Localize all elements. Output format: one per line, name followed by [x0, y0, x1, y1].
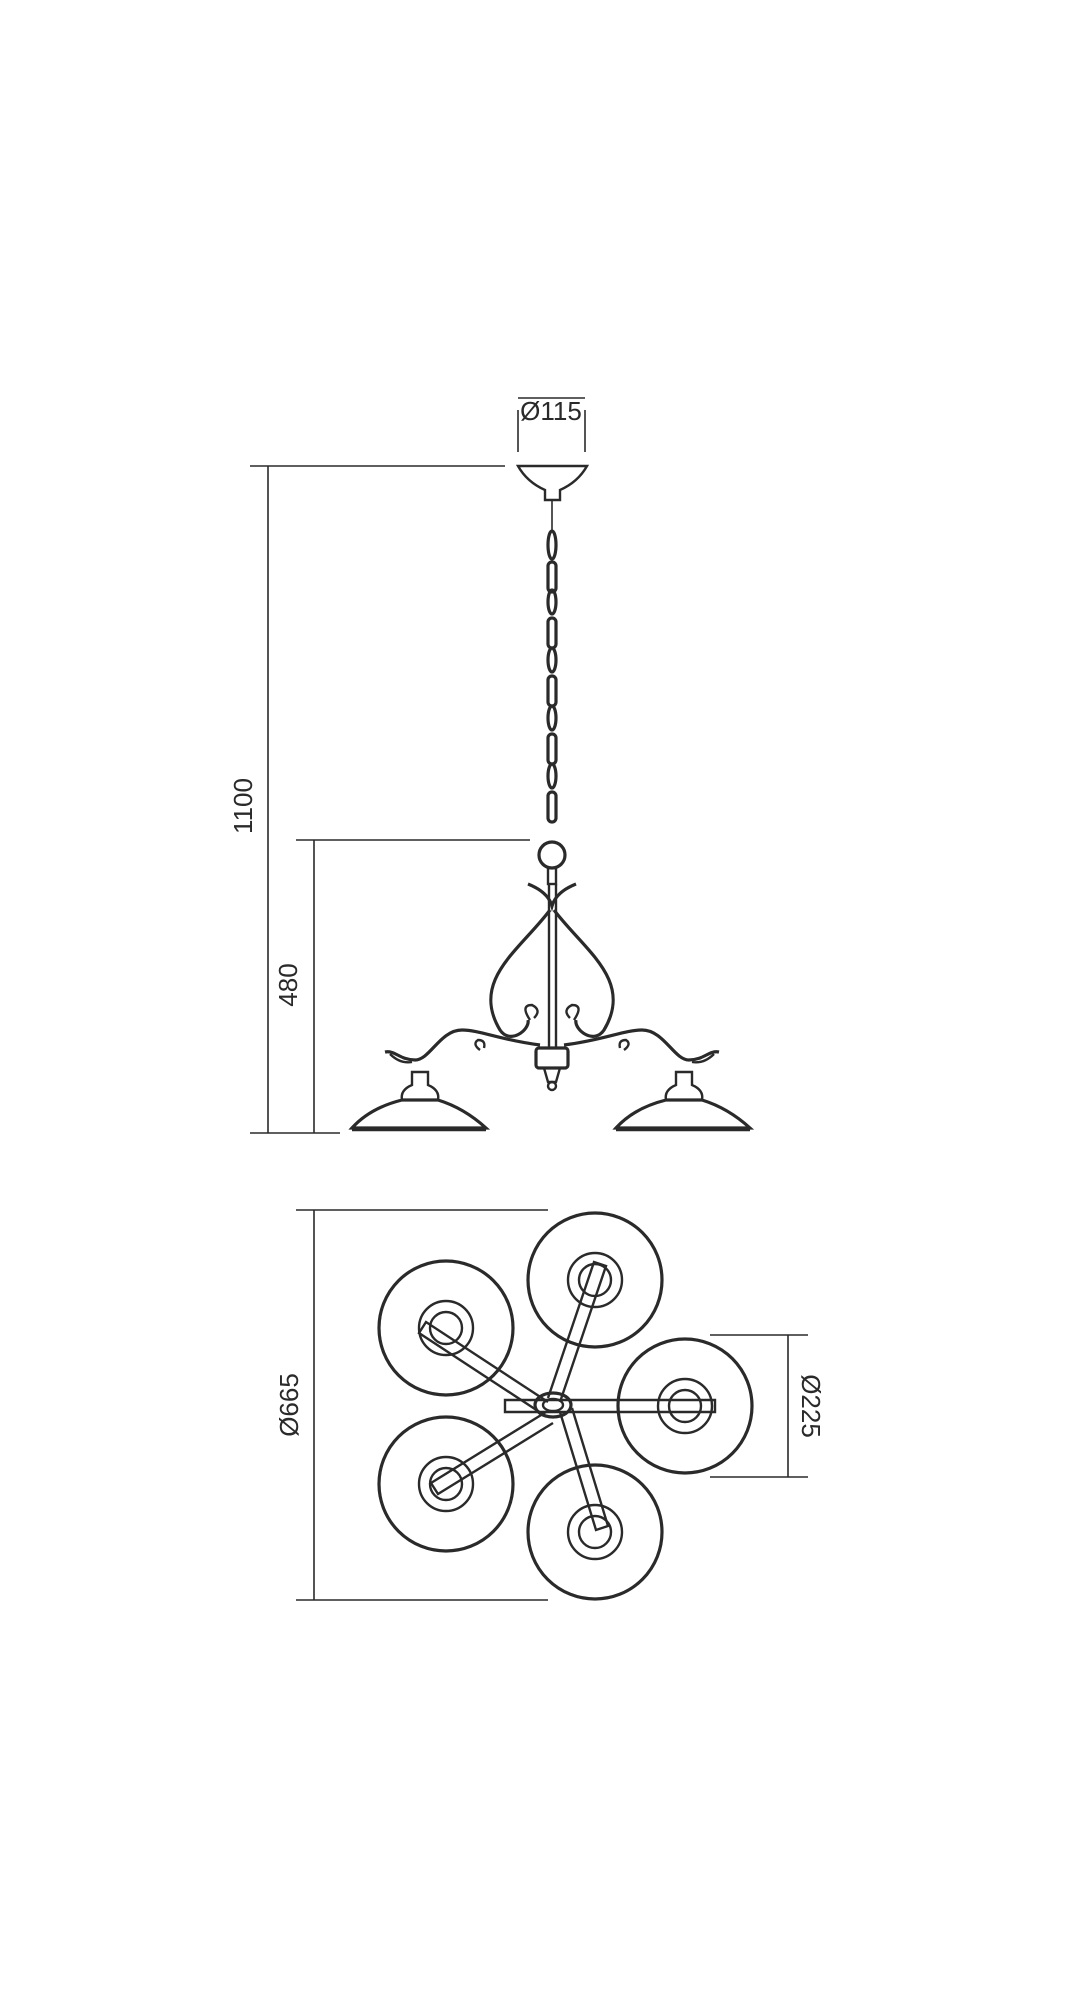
suspension-chain — [546, 529, 558, 824]
total-height-dimension: 1100 — [228, 465, 505, 1134]
overall-diameter-dimension: Ø665 — [274, 1209, 548, 1601]
ball-connector — [537, 840, 567, 870]
plan-shade-lower-left — [377, 1415, 515, 1553]
plan-shade-bottom — [526, 1463, 664, 1601]
left-lamp-shade — [348, 1070, 491, 1132]
shade-diameter-dimension: Ø225 — [710, 1334, 826, 1478]
plan-shade-top — [526, 1211, 664, 1349]
side-elevation-view: Ø115 1100 480 — [228, 396, 755, 1134]
plan-shade-upper-left — [377, 1259, 515, 1397]
total-height-label: 1100 — [228, 778, 258, 834]
central-hub — [533, 1391, 573, 1419]
top-plan-view: Ø665 Ø225 — [274, 1209, 826, 1601]
ceiling-canopy — [515, 464, 590, 502]
central-finial — [534, 1046, 570, 1092]
body-height-dimension: 480 — [273, 839, 530, 1133]
canopy-diameter-label: Ø115 — [520, 396, 582, 426]
curved-arms — [384, 1028, 720, 1064]
body-height-label: 480 — [273, 963, 303, 1006]
overall-diameter-label: Ø665 — [274, 1373, 304, 1437]
canopy-diameter-dimension: Ø115 — [517, 396, 586, 452]
heart-frame — [489, 882, 615, 1038]
right-lamp-shade — [612, 1070, 755, 1132]
plan-shade-right — [616, 1337, 754, 1475]
shade-diameter-label: Ø225 — [796, 1374, 826, 1438]
